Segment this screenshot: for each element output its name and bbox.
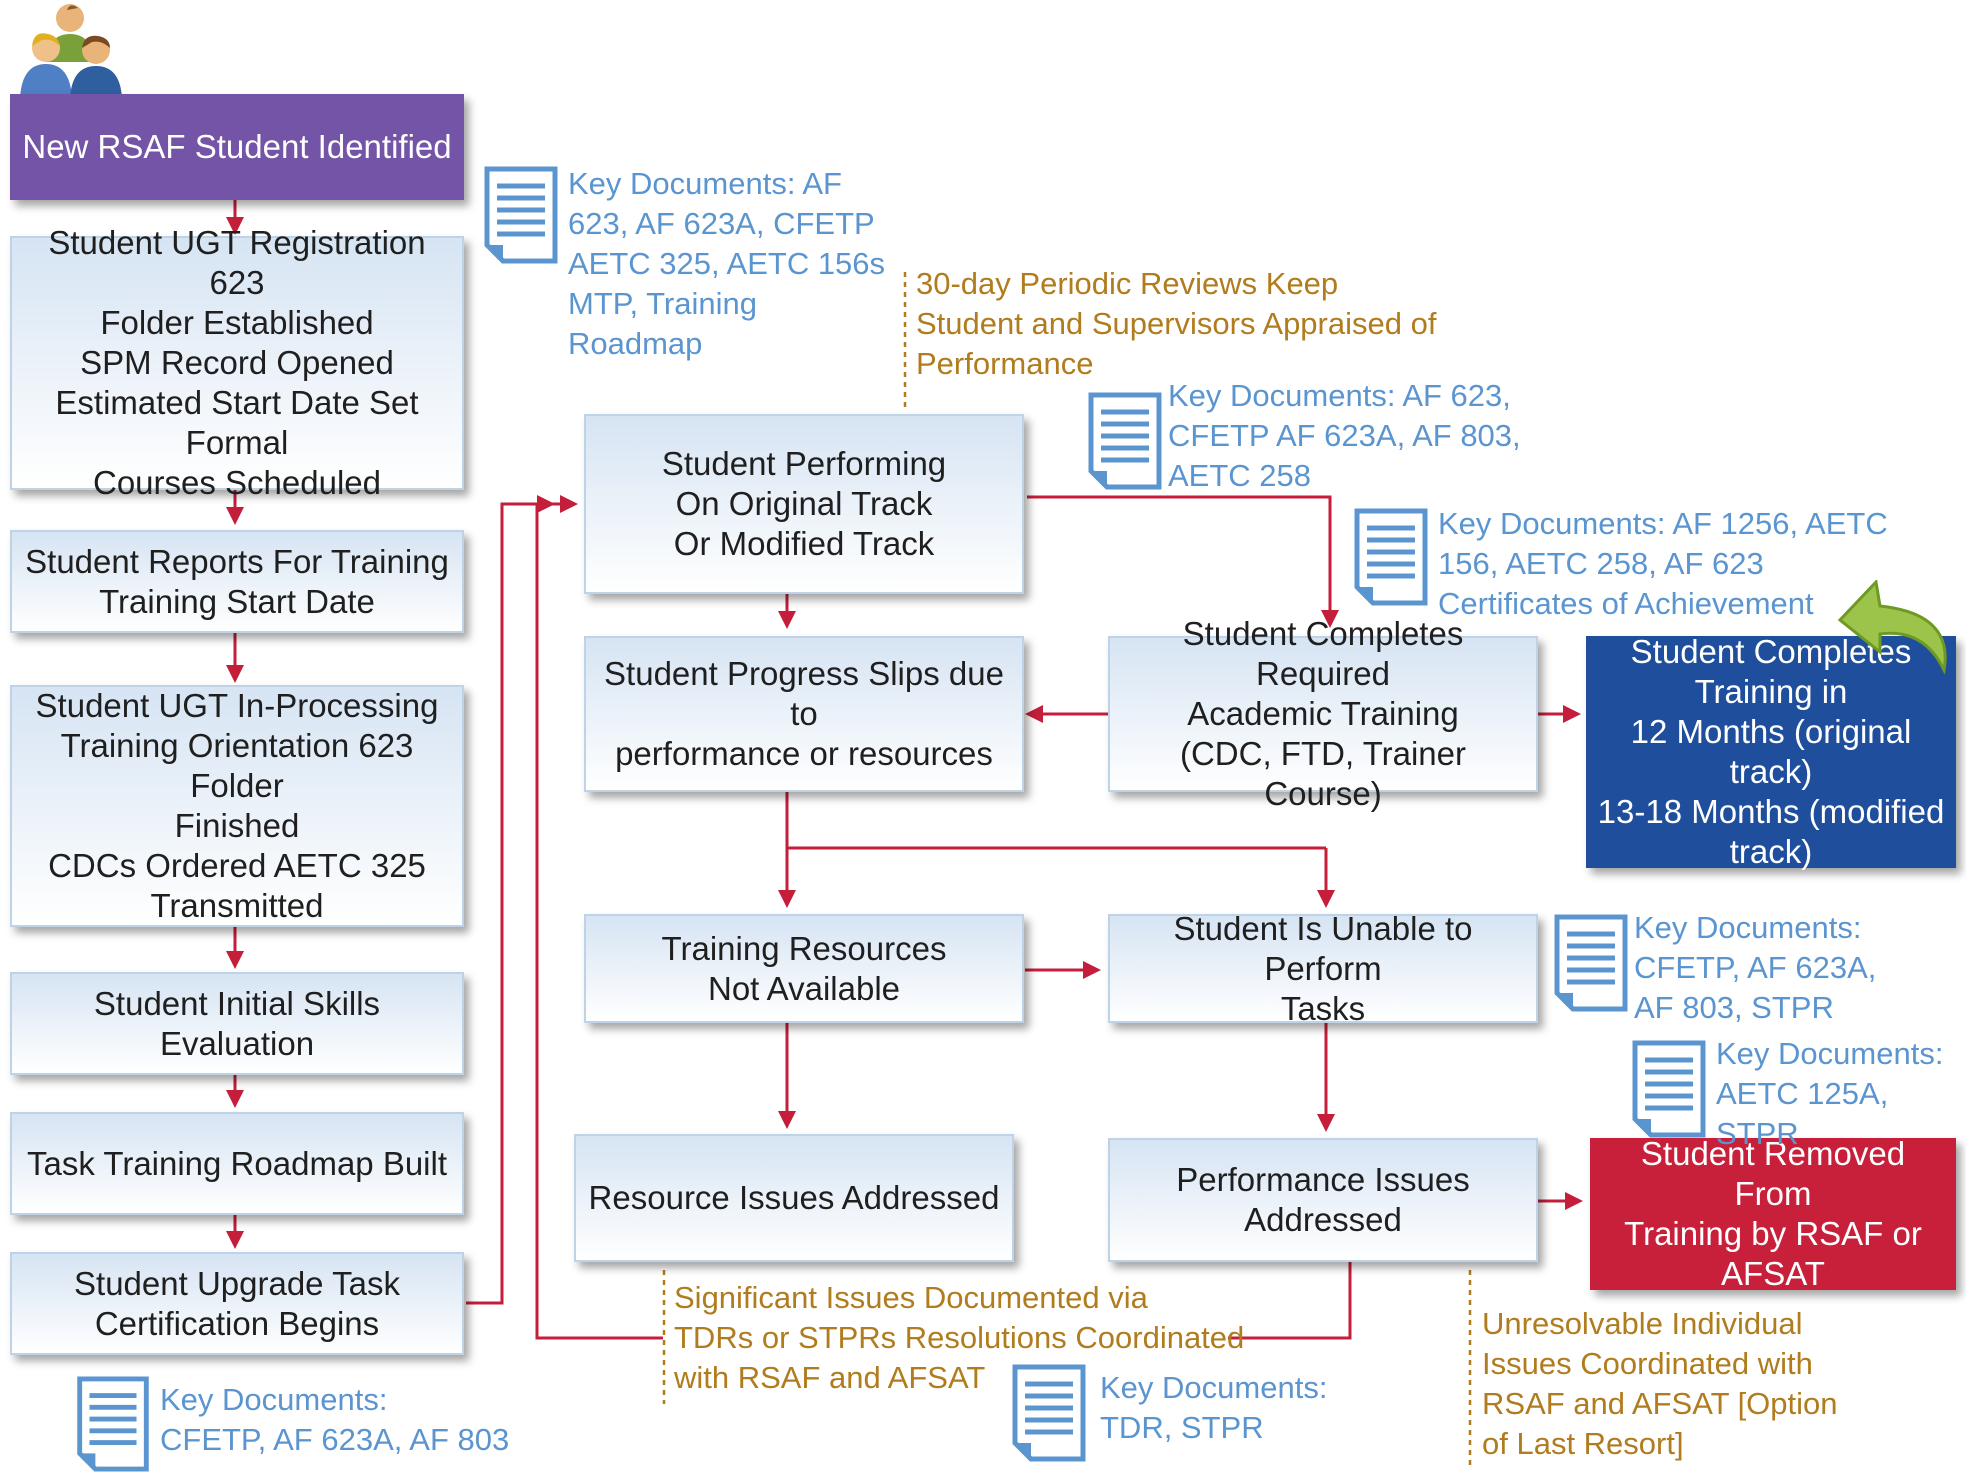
unable-to-perform-box: Student Is Unable to Perform Tasks (1108, 910, 1538, 1027)
key-docs-issues: Key Documents: TDR, STPR (1100, 1370, 1328, 1445)
return-arrow-icon (1837, 580, 1947, 675)
document-icon (484, 166, 558, 264)
document-icon (77, 1376, 149, 1472)
completes-academic-box: Student Completes Required Academic Trai… (1108, 615, 1538, 812)
reports-for-training-box: Student Reports For Training Training St… (10, 530, 464, 633)
arrow-upgrade-to-performing (466, 495, 578, 1305)
in-processing-box: Student UGT In-Processing Training Orien… (10, 685, 464, 927)
new-student-box: New RSAF Student Identified (10, 94, 464, 200)
student-removed-box: Student Removed From Training by RSAF or… (1590, 1135, 1956, 1292)
key-docs-upgrade: Key Documents: CFETP, AF 623A, AF 803 (160, 1382, 510, 1457)
document-icon (1354, 508, 1428, 606)
unresolvable-issues-note: Unresolvable Individual Issues Coordinat… (1482, 1306, 1838, 1461)
resources-not-available-box: Training Resources Not Available (584, 914, 1024, 1023)
document-icon (1012, 1364, 1086, 1462)
completes-training-box: Student Completes Training in 12 Months … (1586, 633, 1956, 870)
document-icon (1088, 392, 1162, 490)
key-docs-unable: Key Documents: CFETP, AF 623A, AF 803, S… (1634, 910, 1877, 1025)
upgrade-certification-box: Student Upgrade Task Certification Begin… (10, 1252, 464, 1355)
key-docs-registration: Key Documents: AF 623, AF 623A, CFETP AE… (568, 166, 886, 361)
skills-evaluation-box: Student Initial Skills Evaluation (10, 972, 464, 1075)
feedback-loop-line (1228, 1262, 1352, 1340)
progress-slips-box: Student Progress Slips due to performanc… (584, 636, 1024, 792)
performance-issues-box: Performance Issues Addressed (1108, 1138, 1538, 1262)
roadmap-built-box: Task Training Roadmap Built (10, 1112, 464, 1215)
periodic-reviews-note: 30-day Periodic Reviews Keep Student and… (916, 266, 1437, 381)
people-group-icon (20, 4, 122, 98)
student-performing-box: Student Performing On Original Track Or … (584, 414, 1024, 594)
arrow-performing-to-academic (1027, 495, 1339, 628)
resource-issues-box: Resource Issues Addressed (574, 1134, 1014, 1262)
document-icon (1632, 1040, 1706, 1138)
key-docs-performing: Key Documents: AF 623, CFETP AF 623A, AF… (1168, 378, 1521, 493)
significant-issues-note: Significant Issues Documented via TDRs o… (674, 1280, 1245, 1395)
registration-box: Student UGT Registration 623 Folder Esta… (10, 224, 464, 501)
key-docs-performance: Key Documents: AETC 125A, STPR (1716, 1036, 1944, 1151)
document-icon (1554, 914, 1628, 1012)
key-docs-academic: Key Documents: AF 1256, AETC 156, AETC 2… (1438, 506, 1888, 621)
feedback-loop-arrow (535, 495, 663, 1340)
